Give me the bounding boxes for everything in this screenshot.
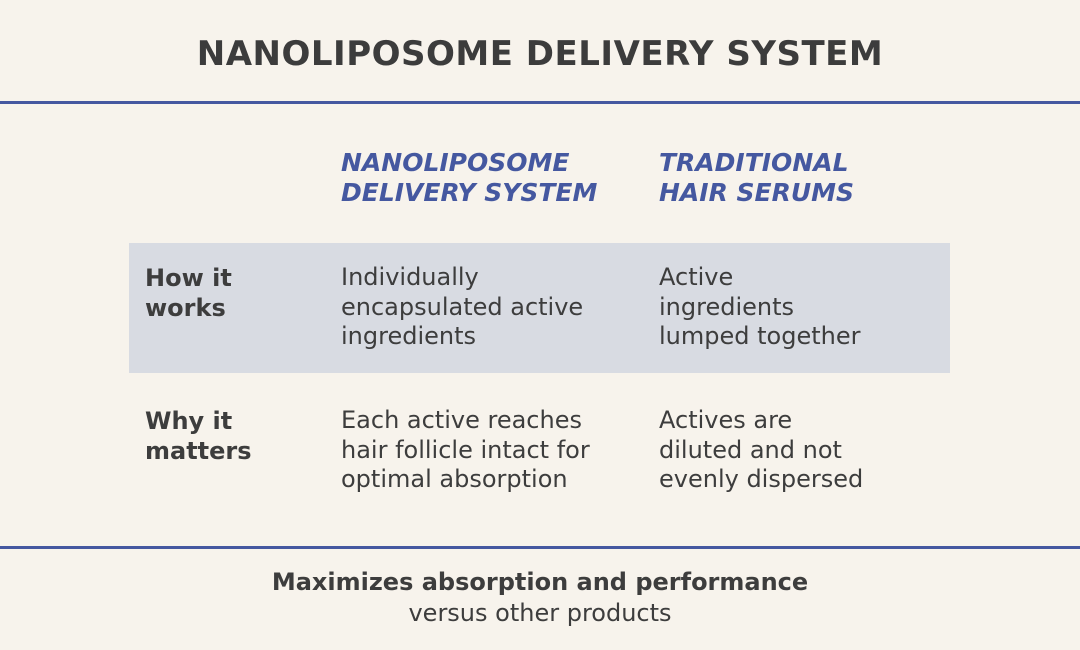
row-label-line: How it [145,264,232,292]
row-label-line: Why it [145,407,233,435]
cell-how-nanoliposome: Individually encapsulated active ingredi… [341,263,626,352]
column-header-traditional: TRADITIONAL HAIR SERUMS [659,148,939,208]
column-header-nanoliposome: NANOLIPOSOME DELIVERY SYSTEM [341,148,621,208]
cell-line: ingredients [659,292,795,321]
row-label-line: matters [145,437,252,465]
page-title: NANOLIPOSOME DELIVERY SYSTEM [196,34,884,74]
cell-line: Actives are [659,406,793,434]
cell-line: hair follicle intact for [341,435,590,464]
cell-line: encapsulated active [341,292,584,321]
column-header-line: HAIR SERUMS [659,178,855,207]
footer-subline: versus other products [408,599,672,627]
cell-line: Individually [341,263,479,291]
cell-line: Active [659,263,734,291]
row-label-line: works [145,294,226,322]
column-header-line: TRADITIONAL [659,148,849,177]
cell-why-traditional: Actives are diluted and not evenly dispe… [659,406,899,495]
cell-line: ingredients [341,322,477,350]
column-header-line: DELIVERY SYSTEM [341,178,598,207]
highlight-row-band [129,243,950,373]
cell-why-nanoliposome: Each active reaches hair follicle intact… [341,406,626,495]
footer-headline: Maximizes absorption and performance [271,568,809,596]
cell-line: lumped together [659,322,861,350]
cell-line: evenly dispersed [659,465,864,493]
cell-line: Each active reaches [341,406,582,434]
cell-line: diluted and not [659,435,842,464]
top-divider [0,101,1080,104]
row-label-why-it-matters: Why it matters [145,406,295,466]
cell-line: optimal absorption [341,465,568,493]
cell-how-traditional: Active ingredients lumped together [659,263,899,352]
row-label-how-it-works: How it works [145,263,295,323]
column-header-line: NANOLIPOSOME [341,148,570,177]
bottom-divider [0,546,1080,549]
